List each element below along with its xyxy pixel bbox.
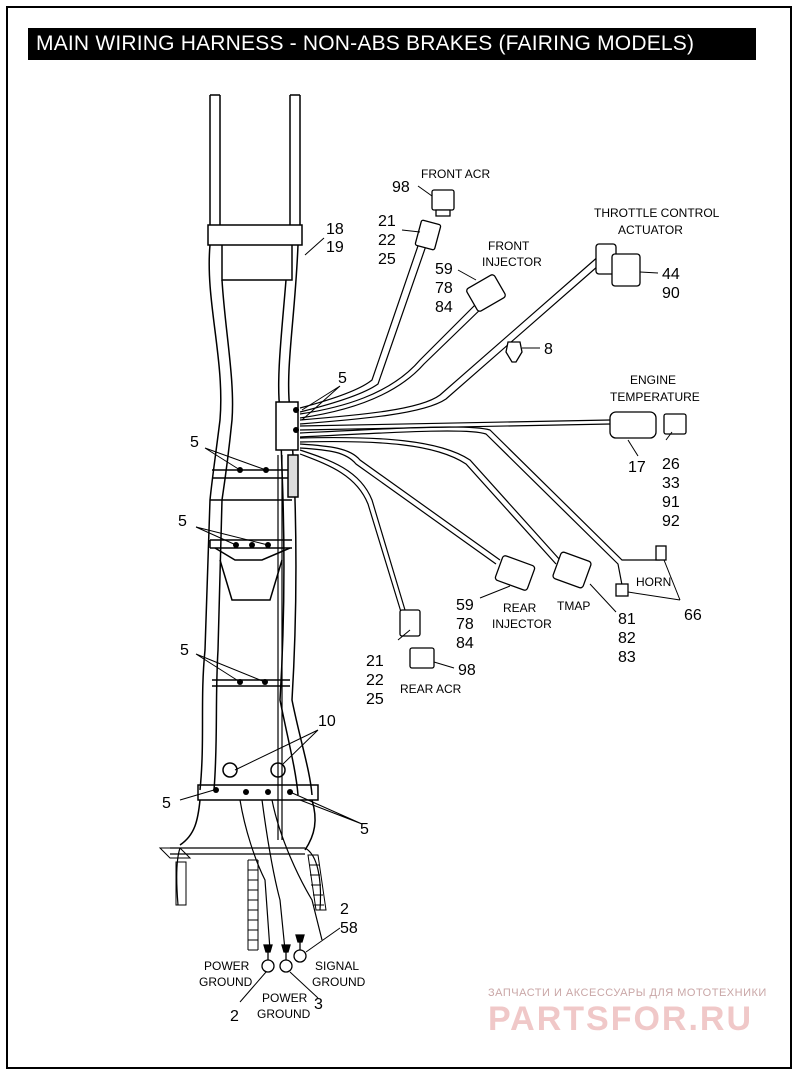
label-horn: HORN	[636, 575, 671, 589]
callout-25-rear: 25	[366, 691, 384, 708]
callout-8: 8	[544, 341, 553, 358]
callout-5-rear-right: 5	[360, 821, 369, 838]
watermark-brand: PARTSFOR.RU	[488, 1000, 753, 1038]
callout-21-front: 21	[378, 213, 396, 230]
label-engine-temp-line2: TEMPERATURE	[610, 390, 700, 404]
cable-straps	[213, 407, 299, 795]
label-signal-ground-line2: GROUND	[312, 975, 366, 989]
callout-5-middle-left: 5	[178, 513, 187, 530]
diagram-frame	[6, 6, 792, 1069]
callout-2-signal: 2	[340, 901, 349, 918]
callout-5-upper-left: 5	[190, 434, 199, 451]
callout-5-harness: 5	[338, 370, 347, 387]
callout-83: 83	[618, 649, 636, 666]
engine-temp-boot	[609, 411, 657, 439]
label-rear-injector-line2: INJECTOR	[492, 617, 552, 631]
callout-21-rear: 21	[366, 653, 384, 670]
ring-terminal-power-mid	[279, 959, 293, 973]
callout-10: 10	[318, 713, 336, 730]
ecm-module	[275, 401, 299, 498]
callout-58: 58	[340, 920, 358, 937]
label-engine-temp-line1: ENGINE	[630, 373, 676, 387]
callout-81: 81	[618, 611, 636, 628]
label-rear-injector-line1: REAR	[503, 601, 537, 615]
callout-18: 18	[326, 221, 344, 238]
front-acr-harness-connector	[414, 219, 442, 251]
callout-26: 26	[662, 456, 680, 473]
callout-78-front: 78	[435, 280, 453, 297]
ring-terminal-power-left	[261, 959, 275, 973]
callout-2-power: 2	[230, 1008, 239, 1025]
label-front-injector-line2: INJECTOR	[482, 255, 542, 269]
callout-5-rear-left: 5	[162, 795, 171, 812]
horn-connector-b	[615, 583, 629, 597]
label-throttle-control-line1: THROTTLE CONTROL	[594, 206, 720, 220]
callout-59-rear: 59	[456, 597, 474, 614]
label-throttle-control-line2: ACTUATOR	[618, 223, 683, 237]
rear-acr-connector	[409, 647, 435, 669]
label-signal-ground-line1: SIGNAL	[315, 959, 359, 973]
callout-78-rear: 78	[456, 616, 474, 633]
ground-terminals	[261, 934, 307, 973]
label-front-injector-line1: FRONT	[488, 239, 530, 253]
tmap-connector	[552, 551, 592, 589]
label-power-ground-mid-line1: POWER	[262, 991, 308, 1005]
label-front-acr: FRONT ACR	[421, 167, 490, 181]
callout-19: 19	[326, 239, 344, 256]
conduits	[158, 847, 327, 951]
throttle-actuator-connector-b	[611, 253, 641, 287]
front-injector-connector	[466, 274, 506, 312]
callout-5-lower-left: 5	[180, 642, 189, 659]
rear-acr-harness-connector	[399, 609, 421, 637]
callout-3: 3	[314, 996, 323, 1013]
rear-injector-connector	[494, 555, 536, 591]
component-labels: FRONT ACR THROTTLE CONTROL ACTUATOR FRON…	[199, 167, 720, 1021]
harness-clip	[505, 341, 523, 363]
callout-25-front: 25	[378, 251, 396, 268]
connectors	[399, 189, 687, 669]
callout-44: 44	[662, 266, 680, 283]
callout-17: 17	[628, 459, 646, 476]
leader-lines	[179, 185, 681, 1003]
callout-33: 33	[662, 475, 680, 492]
label-power-ground-mid-line2: GROUND	[257, 1007, 311, 1021]
ring-terminal-signal	[293, 949, 307, 963]
callout-90: 90	[662, 285, 680, 302]
callout-98-rear: 98	[458, 662, 476, 679]
engine-temp-connector	[663, 413, 687, 435]
watermark-tagline: ЗАПЧАСТИ И АКСЕССУАРЫ ДЛЯ МОТОТЕХНИКИ	[488, 987, 767, 999]
label-power-ground-left-line2: GROUND	[199, 975, 253, 989]
callout-numbers: 98 21 22 25 18 19 59 78 84 44 90 8 5 5 5…	[162, 179, 702, 1025]
callout-22-rear: 22	[366, 672, 384, 689]
label-tmap: TMAP	[557, 599, 590, 613]
callout-91: 91	[662, 494, 680, 511]
front-acr-connector	[431, 189, 455, 211]
callout-66: 66	[684, 607, 702, 624]
page-title: MAIN WIRING HARNESS - NON-ABS BRAKES (FA…	[28, 28, 756, 60]
watermark: ЗАПЧАСТИ И АКСЕССУАРЫ ДЛЯ МОТОТЕХНИКИ PA…	[488, 987, 767, 1038]
callout-82: 82	[618, 630, 636, 647]
callout-92: 92	[662, 513, 680, 530]
horn-connector-a	[655, 545, 667, 561]
label-power-ground-left-line1: POWER	[204, 959, 250, 973]
callout-84-front: 84	[435, 299, 453, 316]
harness-wires	[170, 239, 660, 951]
callout-98-front: 98	[392, 179, 410, 196]
callout-22-front: 22	[378, 232, 396, 249]
callout-59-front: 59	[435, 261, 453, 278]
label-rear-acr: REAR ACR	[400, 682, 462, 696]
callout-84-rear: 84	[456, 635, 474, 652]
